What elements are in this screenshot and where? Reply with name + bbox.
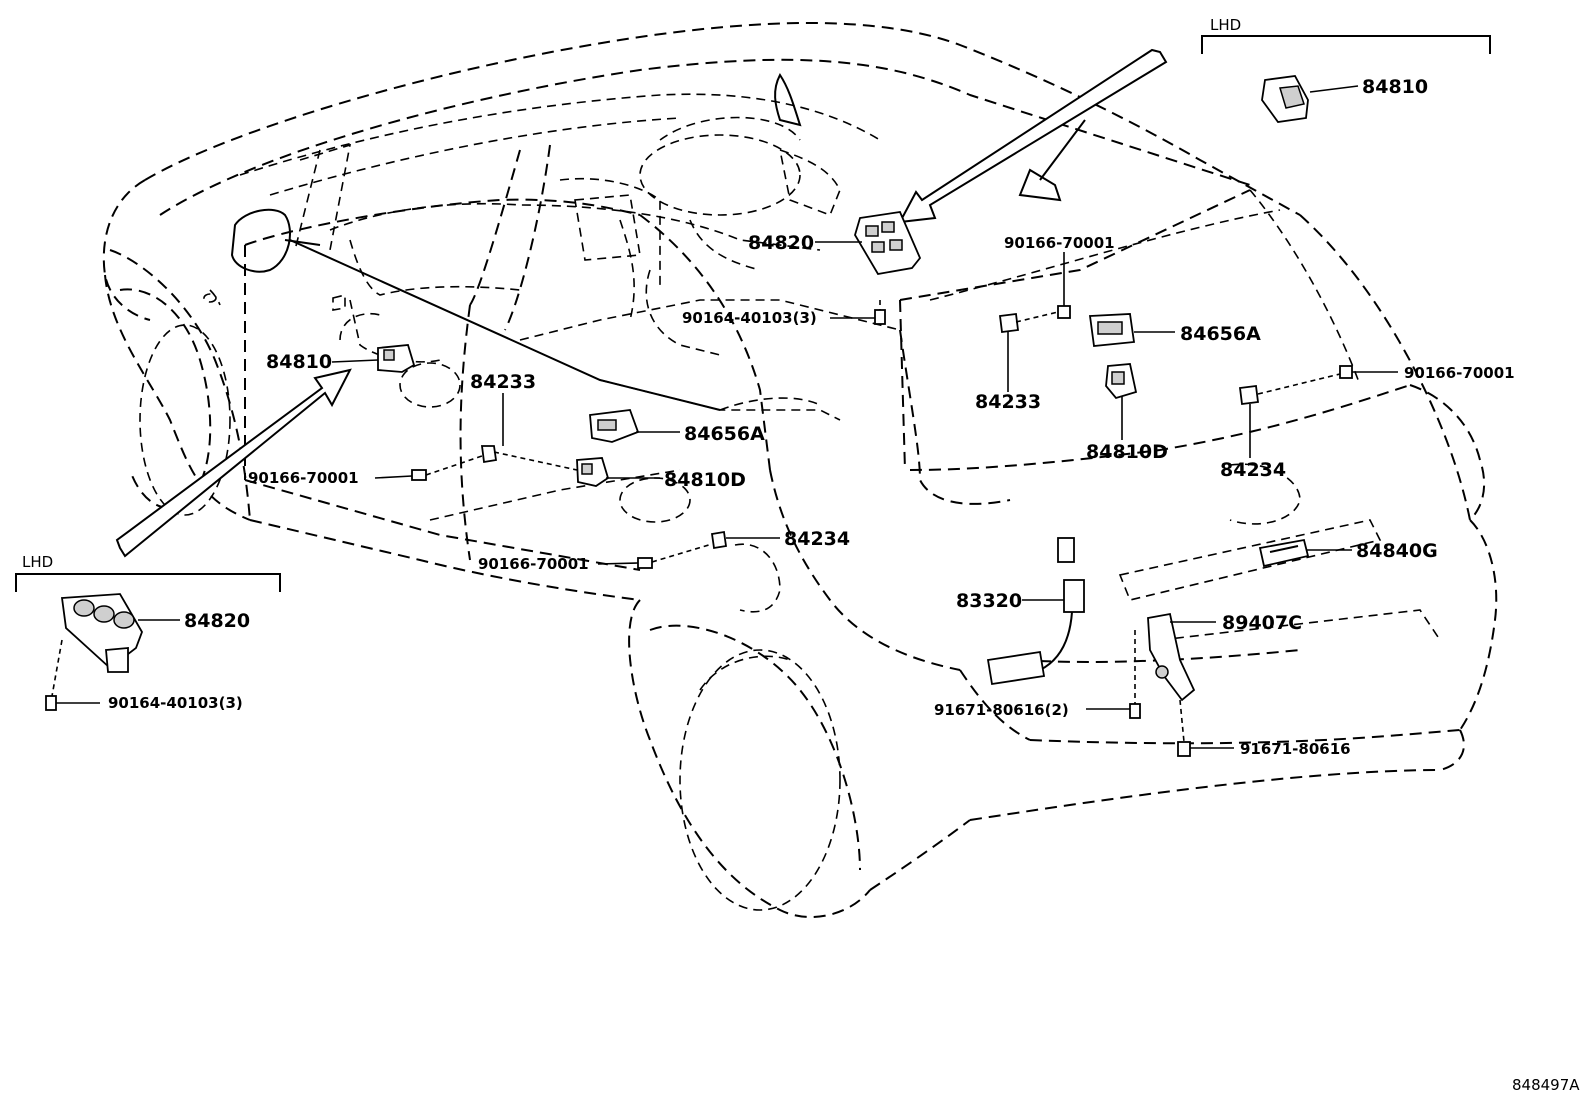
lhd-label-bottom: LHD [22, 553, 53, 571]
label-91671-pair: 91671-80616(2) [934, 701, 1069, 719]
switch-84234-right-icon [1238, 384, 1260, 406]
screw-90166-right-icon [1339, 365, 1353, 379]
sensor-83320-icon [986, 537, 1085, 686]
screw-90166-center-icon [637, 557, 653, 569]
label-84810d-right: 84810D [1086, 441, 1168, 463]
indicator-arrow-left [115, 368, 352, 558]
diagram-reference-code: 848497A [1512, 1076, 1580, 1094]
switch-84233-right-icon [998, 312, 1020, 334]
switch-84810d-right-icon [1105, 363, 1138, 400]
lhd-bracket-top [1201, 35, 1491, 54]
master-switch-center-icon [854, 211, 922, 275]
label-84233-left: 84233 [470, 371, 536, 393]
leader-lines [56, 85, 1398, 749]
lhd-label-top: LHD [1210, 16, 1241, 34]
label-90164-lhd: 90164-40103(3) [108, 694, 243, 712]
label-84810d-center: 84810D [664, 469, 746, 491]
label-90166-top: 90166-70001 [1004, 234, 1115, 252]
screw-center-icon [874, 300, 886, 325]
label-84840g: 84840G [1356, 540, 1438, 562]
label-84810-left: 84810 [266, 351, 332, 373]
label-90166-center: 90166-70001 [478, 555, 589, 573]
label-84233-right: 84233 [975, 391, 1041, 413]
bracket-89407c-icon [1147, 612, 1196, 702]
label-84810-lhd: 84810 [1362, 76, 1428, 98]
label-90166-right: 90166-70001 [1404, 364, 1515, 382]
window-switch-left-icon [377, 344, 416, 373]
car-body-outline [102, 22, 1498, 918]
screw-lhd-icon [45, 639, 63, 711]
label-84656a-right: 84656A [1180, 323, 1261, 345]
screw-90166-left-icon [411, 469, 427, 481]
bolt-91671-pair-icon [1129, 630, 1141, 719]
label-89407c: 89407C [1222, 612, 1302, 634]
switch-84656a-center-icon [589, 409, 640, 443]
window-switch-lhd-top-icon [1261, 75, 1309, 123]
label-84820-center: 84820 [748, 232, 814, 254]
label-90164-center: 90164-40103(3) [682, 309, 817, 327]
bolt-91671-single-icon [1177, 699, 1191, 757]
switch-84656a-right-icon [1088, 313, 1136, 347]
switch-84840g-icon [1258, 538, 1310, 568]
label-84820-lhd: 84820 [184, 610, 250, 632]
label-90166-left: 90166-70001 [248, 469, 359, 487]
switch-84810d-center-icon [576, 457, 610, 487]
lhd-bracket-bottom [15, 573, 281, 592]
label-84656a-center: 84656A [684, 423, 765, 445]
screw-90166-top-icon [1057, 305, 1071, 319]
switch-84233-left-icon [480, 445, 498, 464]
master-switch-lhd-icon [60, 593, 143, 673]
label-84234-right: 84234 [1220, 459, 1286, 481]
switch-84234-center-icon [710, 530, 728, 550]
label-91671-single: 91671-80616 [1240, 740, 1351, 758]
label-84234-center: 84234 [784, 528, 850, 550]
label-83320: 83320 [956, 590, 1022, 612]
